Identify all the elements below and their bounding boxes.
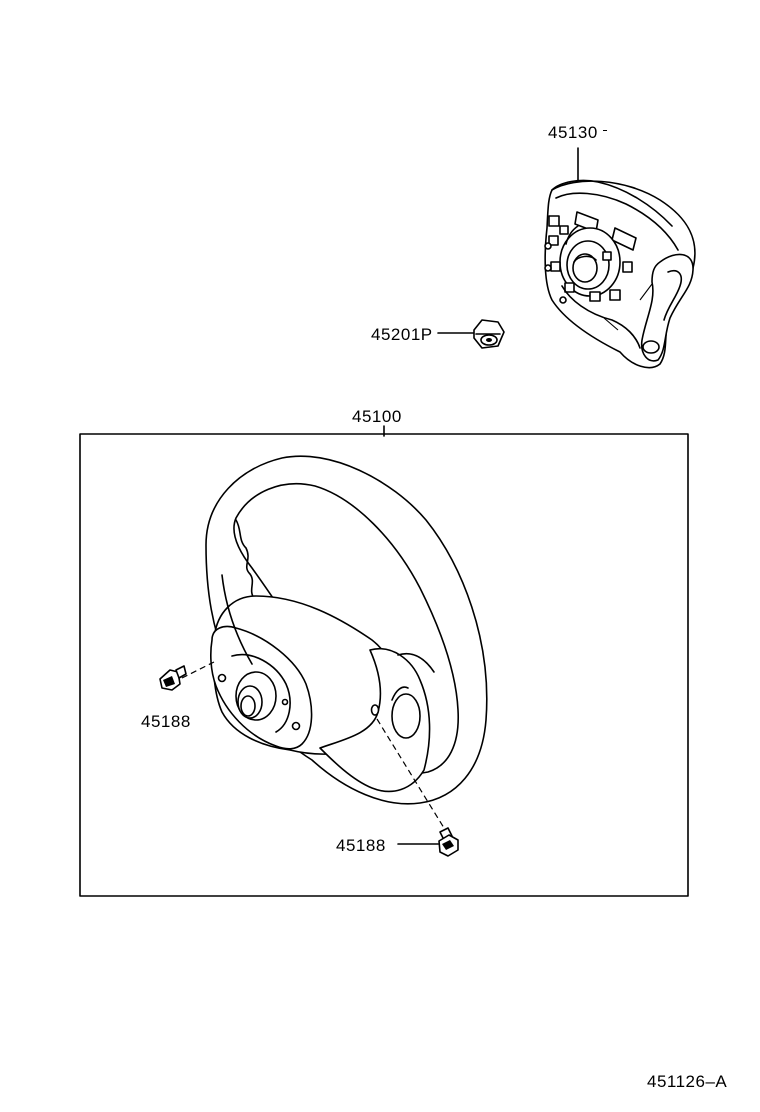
steering-wheel-illustration xyxy=(205,455,488,805)
diagram-code: 451126–A xyxy=(647,1072,728,1091)
screw-left-illustration xyxy=(159,661,215,691)
steering-wheel-frame xyxy=(79,425,689,897)
leader-dot-45130 xyxy=(603,130,607,135)
part-number-45188-left: 45188 xyxy=(141,712,191,731)
part-number-45100: 45100 xyxy=(352,407,402,426)
airbag-pad-illustration xyxy=(544,147,696,369)
nut-illustration xyxy=(437,319,505,349)
screw-bottom-illustration xyxy=(376,718,459,857)
part-number-45188-bottom: 45188 xyxy=(336,836,386,855)
part-number-45130: 45130 xyxy=(548,123,598,142)
part-number-45201p: 45201P xyxy=(371,325,433,344)
